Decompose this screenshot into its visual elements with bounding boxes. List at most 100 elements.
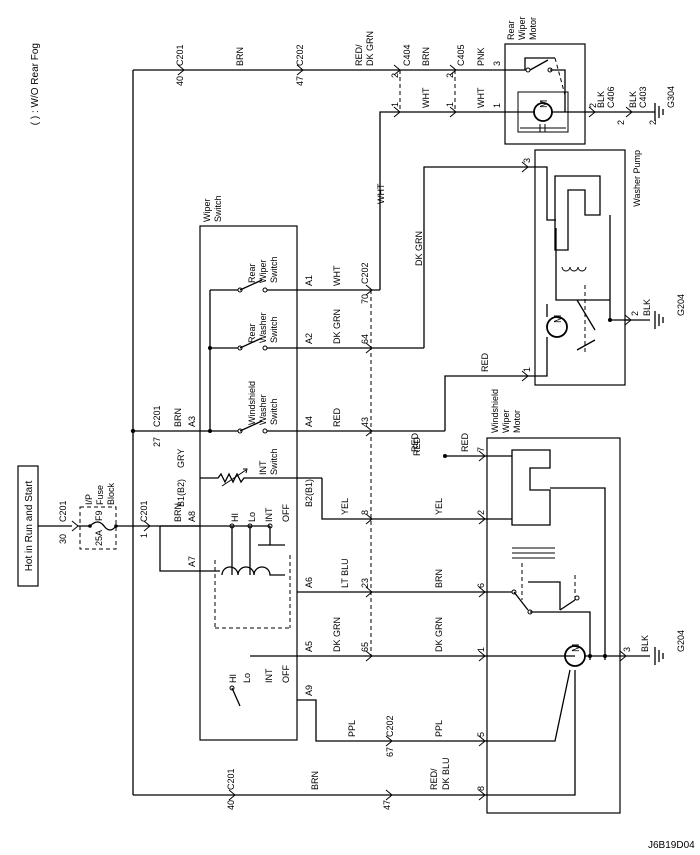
int-switch-2: Switch (269, 448, 279, 475)
ground-g204-pump (654, 311, 664, 329)
wire-yel-motor: YEL (434, 498, 444, 515)
pin-b2: B2(B1) (304, 479, 314, 507)
pin-a7: A7 (187, 556, 197, 567)
pin-a2: A2 (304, 333, 314, 344)
wire-yel-sw: YEL (340, 498, 350, 515)
fuse-rating: 25A (94, 530, 104, 546)
pin-3-pump: 3 (522, 158, 532, 163)
rwm-title-3: Motor (528, 17, 538, 40)
rear-wiper-sw-2: Wiper (258, 259, 268, 283)
wire-brn-top: BRN (235, 47, 245, 66)
ws-wiper-motor-box (486, 437, 621, 814)
wire-wht-a1: WHT (332, 265, 342, 286)
sw-pos-hi-bot: HI (228, 674, 238, 683)
wire-red-lower: RED (412, 436, 422, 456)
wiper-switch-box (199, 225, 298, 741)
pin-27: 27 (152, 437, 162, 447)
wire-gry: GRY (176, 449, 186, 468)
g304-label: G304 (666, 86, 676, 108)
ws-washer-sw-3: Switch (269, 398, 279, 425)
pin-2-wswm: 2 (476, 510, 486, 515)
rear-wiper-motor-box (504, 43, 586, 145)
ws-washer-sw-2: Washer (258, 394, 268, 425)
pin-5-wswm: 5 (476, 732, 486, 737)
wire-red-a4-2: RED (410, 432, 420, 452)
sw-pos-int-top: INT (264, 507, 274, 522)
pin-2-c403: 2 (616, 120, 626, 125)
fuse-name: F9 (94, 510, 104, 521)
c406-label: C406 (606, 86, 616, 108)
blk-wswm: BLK (640, 635, 650, 652)
wswm-m: M (571, 644, 582, 652)
pin-1-c201: 1 (139, 533, 149, 538)
int-switch-1: INT (258, 460, 268, 475)
wire-brn-motor: BRN (434, 569, 444, 588)
legend-text: ( ) : W/O Rear Fog (30, 43, 41, 125)
rear-washer-sw-1: Rear (247, 323, 257, 343)
wire-brn-rear: BRN (421, 47, 431, 66)
pin-64: 64 (360, 334, 370, 344)
wire-ppl-motor: PPL (434, 720, 444, 737)
pin-30: 30 (58, 534, 68, 544)
wire-brn-a8: BRN (173, 503, 183, 522)
wire-dkgrn-a2: DK GRN (332, 309, 342, 344)
pin-23: 23 (360, 578, 370, 588)
rwm-m: M (539, 100, 550, 108)
wiper-switch-title-2: Switch (213, 195, 223, 222)
wire-dkgrn-a5: DK GRN (332, 617, 342, 652)
pin-47-top: 47 (295, 76, 305, 86)
pin-a1: A1 (304, 275, 314, 286)
pin-a9: A9 (304, 685, 314, 696)
pin-a5: A5 (304, 641, 314, 652)
rear-washer-sw-3: Switch (269, 316, 279, 343)
rwm-title-1: Rear (506, 20, 516, 40)
pin-70: 70 (360, 294, 370, 304)
rwm-title-2: Wiper (517, 16, 527, 40)
fuse-block-outline (79, 506, 117, 550)
sw-pos-int-bot: INT (264, 668, 274, 683)
pin-47-bottom: 47 (382, 800, 392, 810)
c202-top: C202 (295, 44, 305, 66)
wire-ppl-sw: PPL (347, 720, 357, 737)
wire-ltblu: LT BLU (340, 558, 350, 588)
washer-pump-title: Washer Pump (632, 150, 642, 207)
ground-g304 (654, 103, 664, 121)
pin-6-wswm: 6 (476, 583, 486, 588)
pin-67: 67 (385, 747, 395, 757)
pin-40-top: 40 (175, 76, 185, 86)
sw-pos-off-bot: OFF (281, 665, 291, 683)
pin-2-c405: 2 (445, 73, 455, 78)
sw-pos-lo-bot: Lo (242, 673, 252, 683)
washer-pump-box (534, 149, 626, 386)
wire-red-7: RED (460, 432, 470, 452)
blk-c403: BLK (628, 91, 638, 108)
pin-40-bottom: 40 (226, 800, 236, 810)
fuse-block-title-1: I/P (84, 494, 94, 505)
wire-pnk: PNK (476, 47, 486, 66)
g204-pump: G204 (676, 294, 686, 316)
fuse-f9 (78, 521, 124, 531)
wire-dkgrn-riser: DK GRN (414, 231, 424, 266)
ground-g204-motor (654, 647, 664, 665)
blk-c406: BLK (596, 91, 606, 108)
pin-2-pump-gnd: 2 (630, 311, 640, 316)
pin-7-wswm: 7 (476, 447, 486, 452)
c202-mid: C202 (360, 262, 370, 284)
rear-washer-sw-2: Washer (258, 312, 268, 343)
c201-bottom: C201 (226, 768, 236, 790)
wire-wht-rear-1: WHT (421, 87, 431, 108)
wire-brn-a3: BRN (173, 408, 183, 427)
pin-1-c405: 1 (445, 102, 455, 107)
wire-reddkgrn-1: RED/ (354, 44, 364, 66)
wire-wht-rear-2: WHT (476, 87, 486, 108)
wire-reddkblu-2: DK BLU (441, 757, 451, 790)
pin-2-c404: 2 (390, 73, 400, 78)
power-source-label: Hot in Run and Start (24, 480, 35, 571)
wire-dkgrn-motor: DK GRN (434, 617, 444, 652)
pin-43: 43 (360, 417, 370, 427)
pin-3-rwm: 3 (492, 61, 502, 66)
sw-pos-off-top: OFF (281, 504, 291, 522)
wiper-switch-title-1: Wiper (202, 198, 212, 222)
wswm-title-3: Motor (512, 410, 522, 433)
